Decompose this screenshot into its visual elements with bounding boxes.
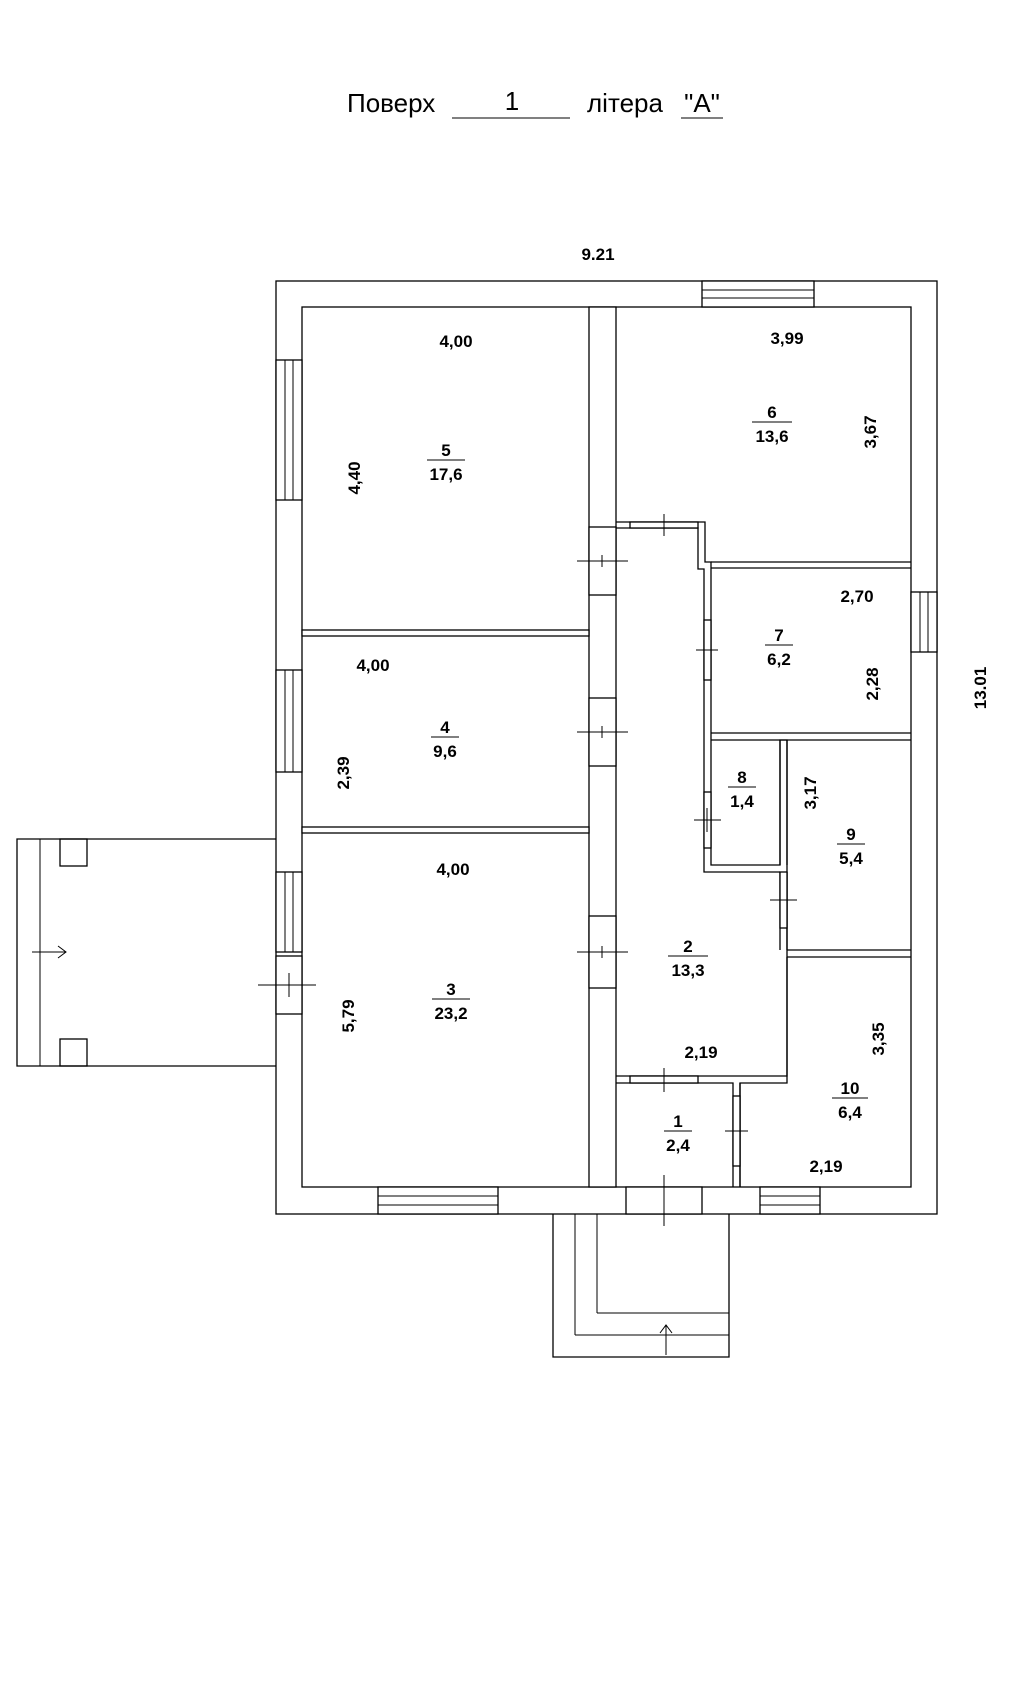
door-room10 (725, 1095, 748, 1167)
overall-width-label: 9.21 (581, 245, 614, 264)
room-width-dim: 2,70 (840, 587, 873, 606)
room-number: 6 (767, 403, 776, 422)
wall-room7-room8 (711, 732, 911, 741)
room-area: 1,4 (730, 792, 754, 811)
room-area: 17,6 (429, 465, 462, 484)
wall-room5-room4 (301, 629, 590, 637)
letter-value: "А" (684, 88, 720, 118)
room-length-dim: 5,79 (339, 999, 358, 1032)
room-width-dim: 4,00 (436, 860, 469, 879)
porch-west (16, 838, 276, 1067)
room-length-dim: 3,17 (801, 776, 820, 809)
room-number: 1 (673, 1112, 682, 1131)
wall-room6-room7 (711, 561, 911, 569)
room-number: 5 (441, 441, 450, 460)
room-number: 8 (737, 768, 746, 787)
wall-room4-room3 (301, 826, 590, 834)
door-room6 (629, 514, 699, 536)
room-number: 7 (774, 626, 783, 645)
room-length-dim: 2,28 (863, 667, 882, 700)
room-width-dim: 4,00 (439, 332, 472, 351)
room-7: 7 6,2 2,70 2,28 (765, 587, 882, 701)
room-number: 9 (846, 825, 855, 844)
room-length-dim: 2,39 (334, 756, 353, 789)
room-area: 2,4 (666, 1136, 690, 1155)
overall-depth-label: 13.01 (971, 667, 990, 710)
room-4: 4 9,6 4,00 2,39 (334, 656, 459, 790)
room-area: 6,4 (838, 1103, 862, 1122)
room-area: 6,2 (767, 650, 791, 669)
door-entrance-west (258, 955, 316, 1015)
windows (275, 280, 938, 1215)
door-room9 (770, 871, 797, 929)
doors (258, 514, 797, 1226)
room-10: 10 6,4 2,19 3,35 (809, 1022, 888, 1176)
letter-label: літера (587, 88, 663, 118)
room-area: 23,2 (434, 1004, 467, 1023)
door-room1 (629, 1068, 699, 1092)
room-length-dim: 3,67 (861, 415, 880, 448)
wall-corridor-right-outer (616, 521, 788, 1187)
room-area: 13,3 (671, 961, 704, 980)
room-length-dim: 4,40 (345, 461, 364, 494)
door-room3 (577, 915, 628, 989)
window-room10-south (759, 1186, 821, 1215)
room-3: 3 23,2 4,00 5,79 (339, 860, 470, 1033)
room-number: 4 (440, 718, 450, 737)
window-room7-east (910, 591, 938, 653)
floor-number: 1 (505, 86, 519, 116)
door-room7 (696, 619, 718, 681)
plan-header: Поверх 1 літера "А" (347, 86, 723, 119)
porch-south (552, 1214, 730, 1358)
window-north (701, 280, 815, 308)
room-area: 9,6 (433, 742, 457, 761)
room-number: 10 (841, 1079, 860, 1098)
window-room3-south (377, 1186, 499, 1215)
window-room5 (275, 359, 303, 501)
floor-label: Поверх (347, 88, 435, 118)
room-area: 13,6 (755, 427, 788, 446)
door-entrance-south (625, 1175, 703, 1226)
room-1: 1 2,4 (664, 1112, 692, 1155)
room-8: 8 1,4 (728, 768, 756, 811)
room-2: 2 13,3 2,19 (668, 937, 718, 1062)
room-number: 3 (446, 980, 455, 999)
window-room3-west (275, 871, 303, 953)
wall-room8-room9 (779, 740, 788, 865)
room-9: 9 5,4 3,17 (801, 776, 865, 868)
room-length-dim: 3,35 (869, 1022, 888, 1055)
door-room4 (577, 697, 628, 767)
wall-room9-room10 (787, 949, 911, 958)
door-room8 (694, 791, 721, 849)
room-6: 6 13,6 3,99 3,67 (752, 329, 880, 449)
room-area: 5,4 (839, 849, 863, 868)
room-5: 5 17,6 4,00 4,40 (345, 332, 473, 495)
room-width-dim: 4,00 (356, 656, 389, 675)
wall-room10-room2 (740, 957, 788, 1077)
room-width-dim: 2,19 (684, 1043, 717, 1062)
room-width-dim: 2,19 (809, 1157, 842, 1176)
door-room5 (577, 526, 628, 596)
room-width-dim: 3,99 (770, 329, 803, 348)
room-number: 2 (683, 937, 692, 956)
window-room4 (275, 669, 303, 773)
